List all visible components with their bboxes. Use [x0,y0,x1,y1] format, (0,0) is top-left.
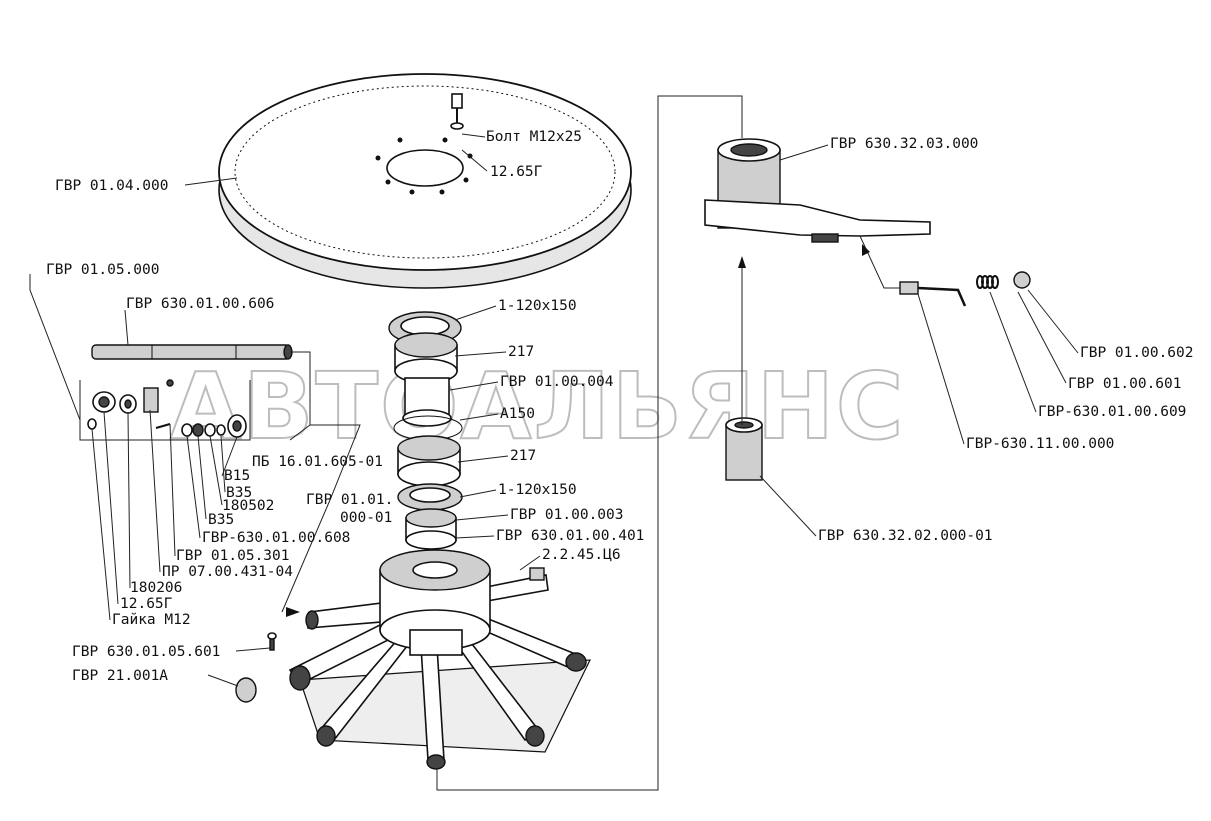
label-part-609: ГВР-630.01.00.609 [1038,404,1186,420]
label-disk: ГВР 01.04.000 [55,178,169,194]
label-shaft: ГВР 630.01.00.606 [126,296,274,312]
label-b15: В15 [224,468,250,484]
label-washer-bottom: 12.65Г [120,596,173,612]
label-crank-sleeve: ГВР 630.32.02.000-01 [818,528,993,544]
label-sleeve: ГВР 01.00.004 [500,374,614,390]
label-part-601: ГВР 01.00.601 [1068,376,1182,392]
label-180502: 180502 [222,498,274,514]
label-b35-b: В35 [208,512,234,528]
label-part-401: ГВР 630.01.00.401 [496,528,644,544]
label-bearing-top: 217 [508,344,534,360]
label-washer-top: 12.65Г [490,164,543,180]
label-part-21: ГВР 21.001А [72,668,168,684]
label-cuff-bottom: 1-120х150 [498,482,577,498]
label-gvr-01-01: ГВР 01.01. [306,492,393,508]
label-part-608: ГВР-630.01.00.608 [202,530,350,546]
label-bearing-mid: 217 [510,448,536,464]
label-pb: ПБ 16.01.605-01 [252,454,383,470]
label-part-11: ГВР-630.11.00.000 [966,436,1114,452]
label-hub-assembly: ГВР 01.05.000 [46,262,160,278]
label-gvr-01-01-b: 000-01 [340,510,392,526]
bearing-stack [388,311,463,550]
label-part-003: ГВР 01.00.003 [510,507,624,523]
watermark: АВТОАЛЬЯНС [170,353,905,460]
connector-lines [29,95,900,791]
label-nut: Гайка М12 [112,612,191,628]
label-part-602: ГВР 01.00.602 [1080,345,1194,361]
label-part-301: ГВР 01.05.301 [176,548,290,564]
label-part-431: ПР 07.00.431-04 [162,564,293,580]
label-b35-a: В35 [226,485,252,501]
part-labels: ГВР 01.04.000 Болт М12х25 12.65Г ГВР 01.… [46,129,1194,684]
rotor-disk [218,73,632,289]
label-ring: А150 [500,406,535,422]
label-bolt: Болт М12х25 [486,129,582,145]
label-cuff-top: 1-120х150 [498,298,577,314]
crank-assembly [704,138,1031,481]
label-crank-housing: ГВР 630.32.03.000 [830,136,978,152]
label-grease: 2.2.45.Ц6 [542,547,621,563]
leader-lines [91,133,1079,687]
label-part-601-05: ГВР 630.01.05.601 [72,644,220,660]
label-180206: 180206 [130,580,182,596]
spider-hub [288,549,591,770]
